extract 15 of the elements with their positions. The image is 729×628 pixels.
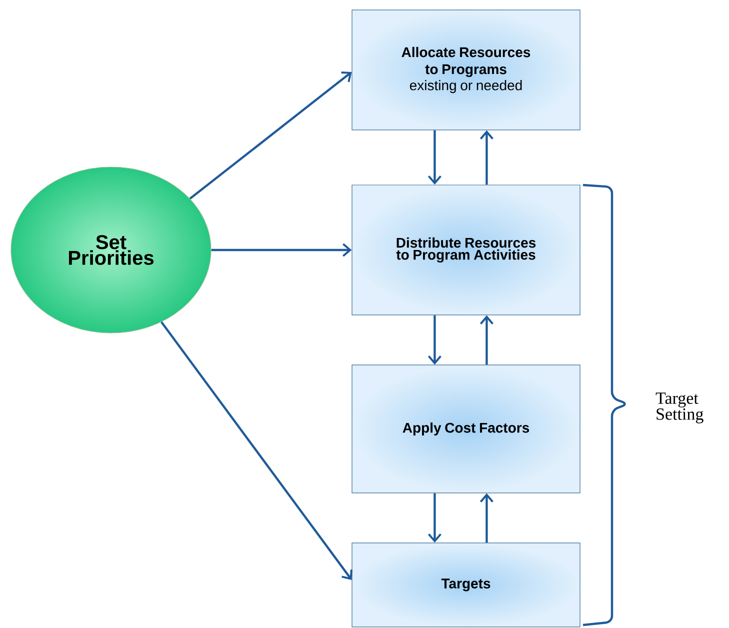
arrow [428, 493, 442, 543]
arrow [480, 493, 494, 543]
arrow [189, 72, 352, 200]
arrow [428, 130, 442, 185]
arrow [160, 321, 352, 580]
arrow [428, 315, 442, 365]
arrow [480, 130, 494, 185]
process-box: Distribute Resources to Program Activities [352, 184, 580, 316]
process-box: Allocate Resources to Programs existing or needed [352, 10, 580, 130]
ellipse-node: Set Priorities [10, 166, 212, 334]
arrow [480, 315, 494, 365]
process-box: Targets [352, 542, 580, 628]
process-box: Apply Cost Factors [352, 364, 580, 494]
bracket-label: Target Setting [656, 392, 704, 424]
arrow [211, 243, 352, 257]
